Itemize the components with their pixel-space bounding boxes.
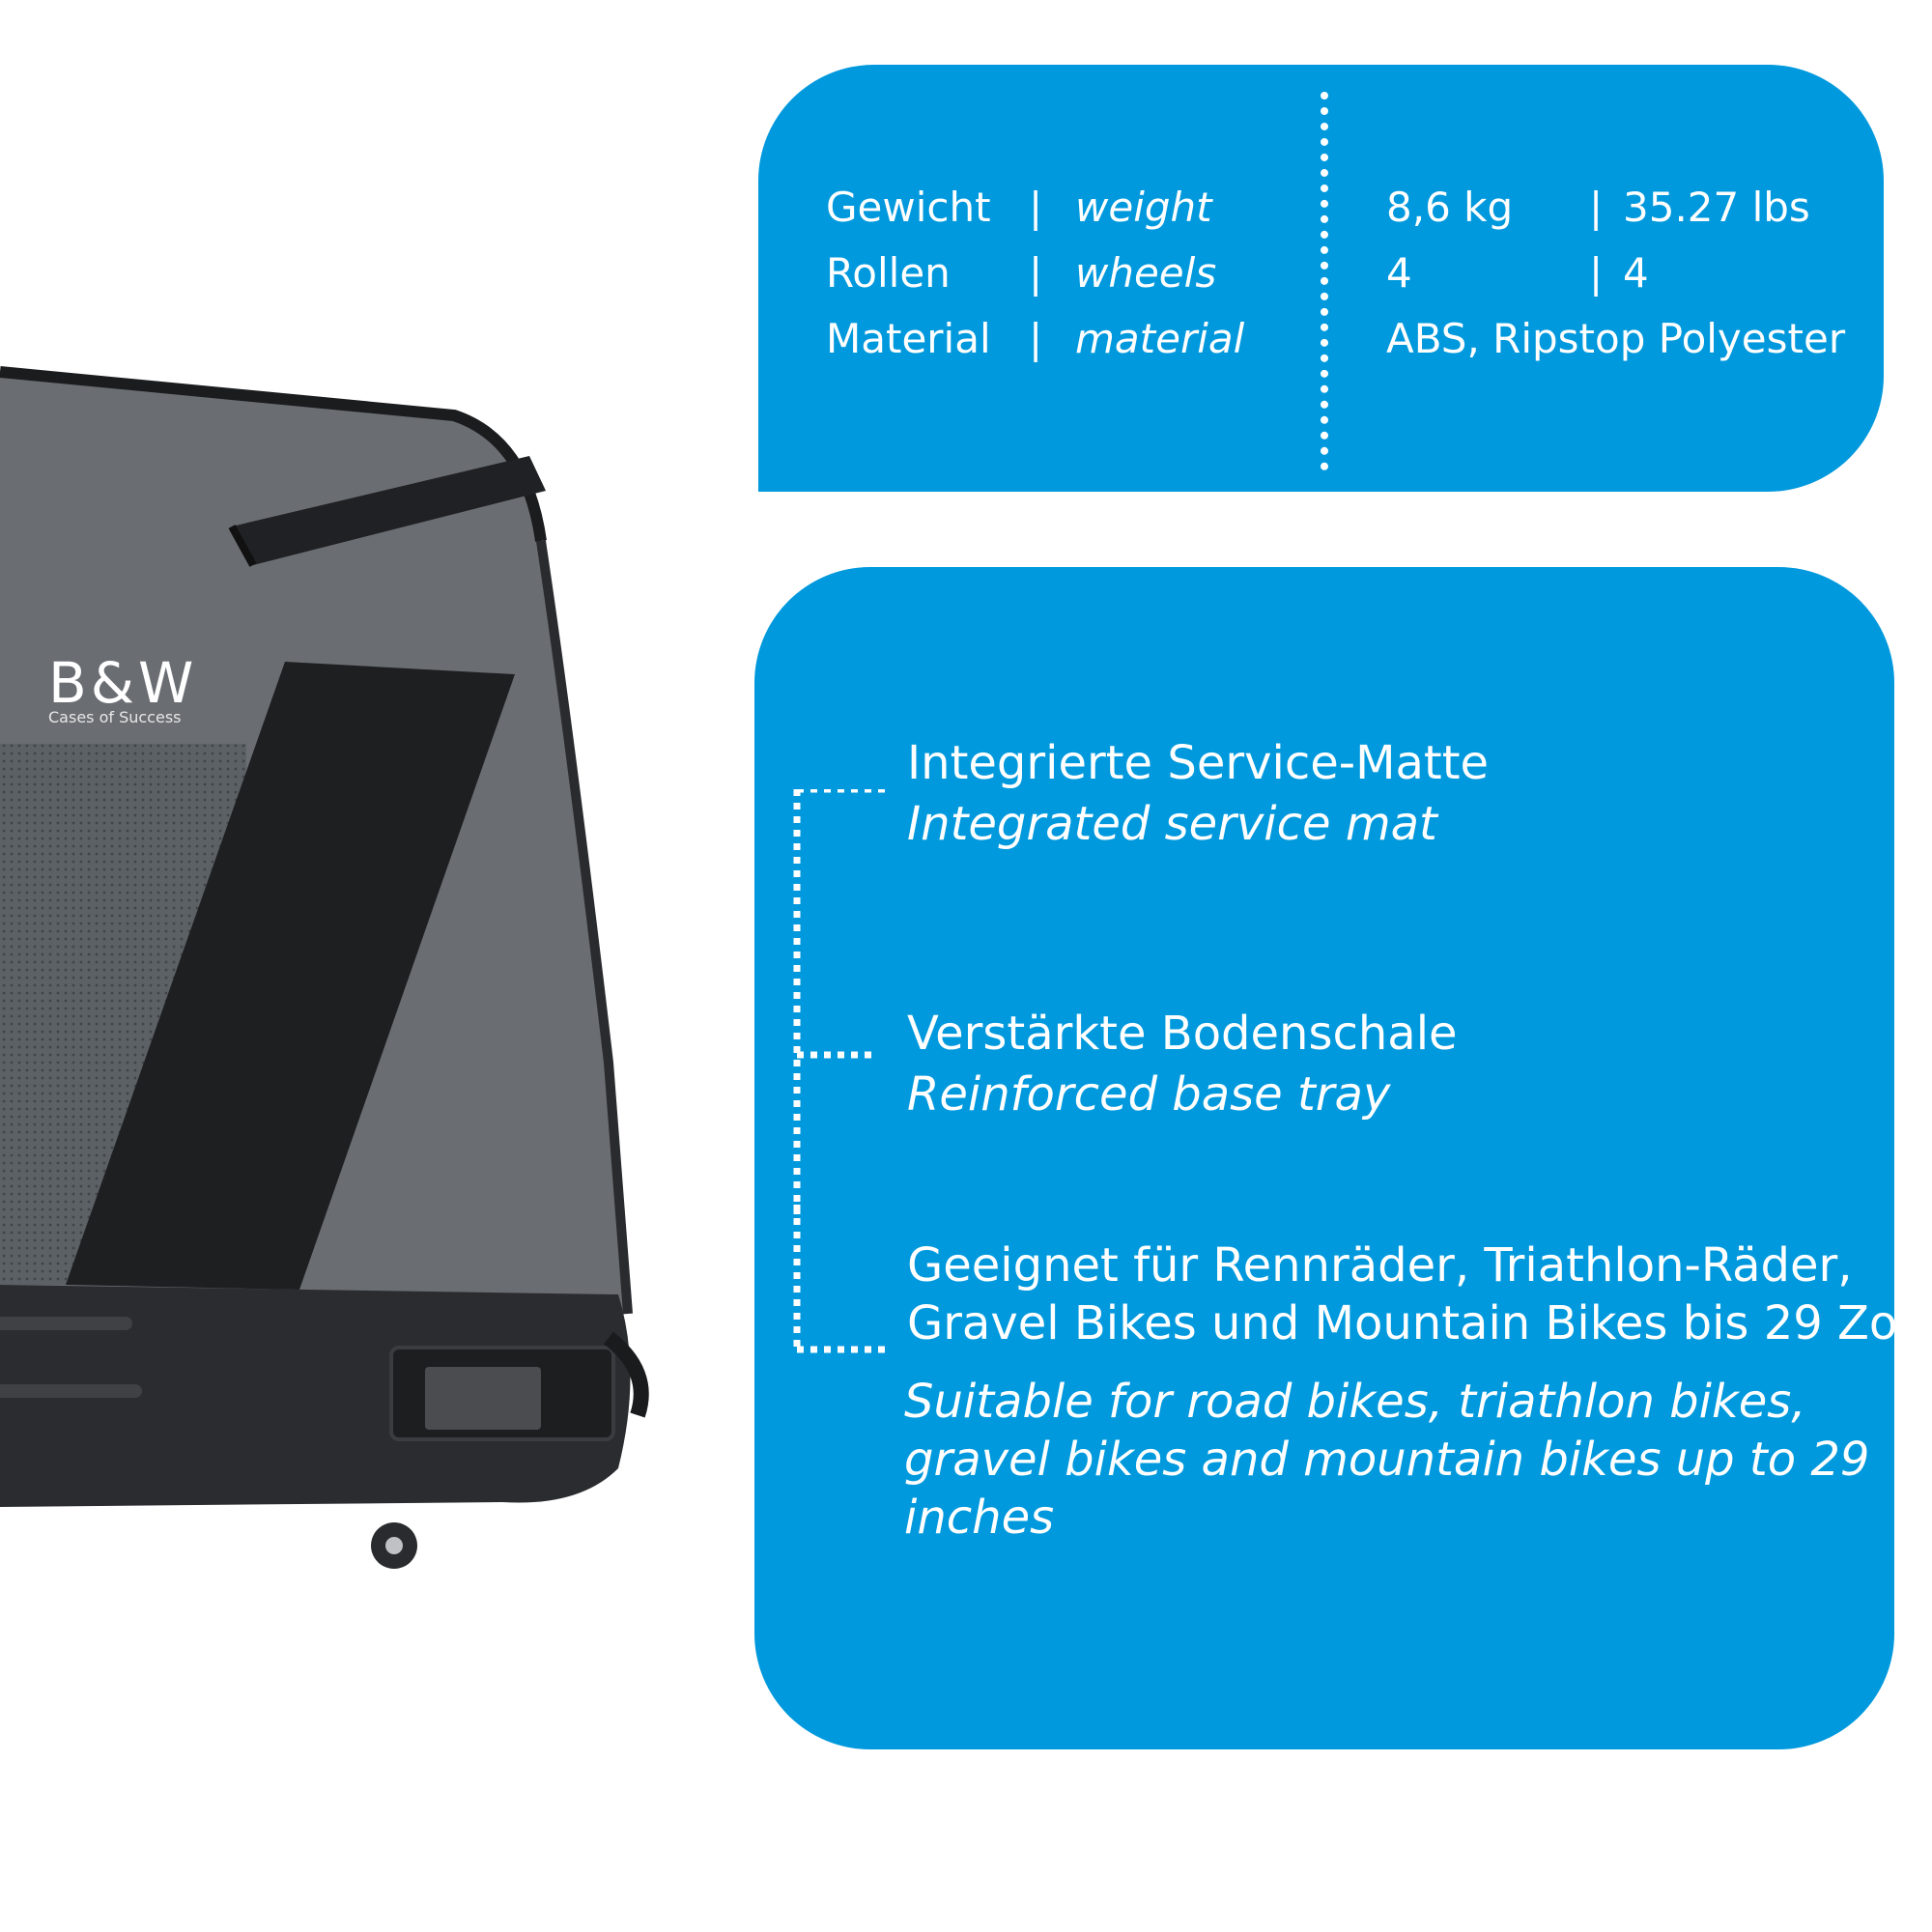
spec-label-de: Material (826, 315, 991, 362)
bike-bag-image: B&W Cases of Success (0, 366, 649, 1569)
feature-title-en-line: gravel bikes and mountain bikes up to 29 (904, 1433, 1870, 1487)
spec-value: ABS, Ripstop Polyester (1386, 315, 1846, 362)
brand-tagline: Cases of Success (48, 708, 182, 726)
spec-label-de: Rollen (826, 249, 951, 297)
feature-title-de-line: Geeignet für Rennräder, Triathlon-Räder, (907, 1238, 1853, 1293)
spec-separator: | (1029, 315, 1043, 362)
features-panel: Integrierte Service-Matte Integrated ser… (754, 567, 1923, 1749)
dotted-connector (793, 789, 885, 1214)
spec-label-en: material (1075, 315, 1245, 362)
spec-separator: | (1029, 184, 1043, 231)
spec-label-de: Gewicht (826, 184, 991, 231)
spec-value: 4 (1386, 249, 1412, 297)
feature-title-en: Integrated service mat (907, 797, 1437, 851)
feature-title-de-line: Gravel Bikes und Mountain Bikes bis 29 Z… (907, 1296, 1923, 1350)
spec-separator: | (1589, 249, 1604, 297)
feature-title-de: Verstärkte Bodenschale (907, 1007, 1458, 1061)
brand-logo: B&W (48, 650, 197, 716)
spec-value: 8,6 kg (1386, 184, 1514, 231)
feature-title-en-line: Suitable for road bikes, triathlon bikes… (904, 1375, 1806, 1429)
feature-title-en: Reinforced base tray (907, 1067, 1391, 1122)
spec-value-alt: 4 (1623, 249, 1649, 297)
spec-label-en: wheels (1075, 249, 1217, 297)
feature-title-de: Integrierte Service-Matte (907, 736, 1490, 790)
spec-separator: | (1589, 184, 1604, 231)
specs-panel: Gewicht | weight 8,6 kg | 35.27 lbs Roll… (758, 65, 1884, 492)
spec-separator: | (1029, 249, 1043, 297)
dotted-connector-bottom (793, 1205, 885, 1353)
spec-value-alt: 35.27 lbs (1623, 184, 1810, 231)
spec-label-en: weight (1075, 184, 1212, 231)
feature-title-en-line: inches (904, 1491, 1055, 1545)
dotted-divider (1321, 92, 1328, 470)
